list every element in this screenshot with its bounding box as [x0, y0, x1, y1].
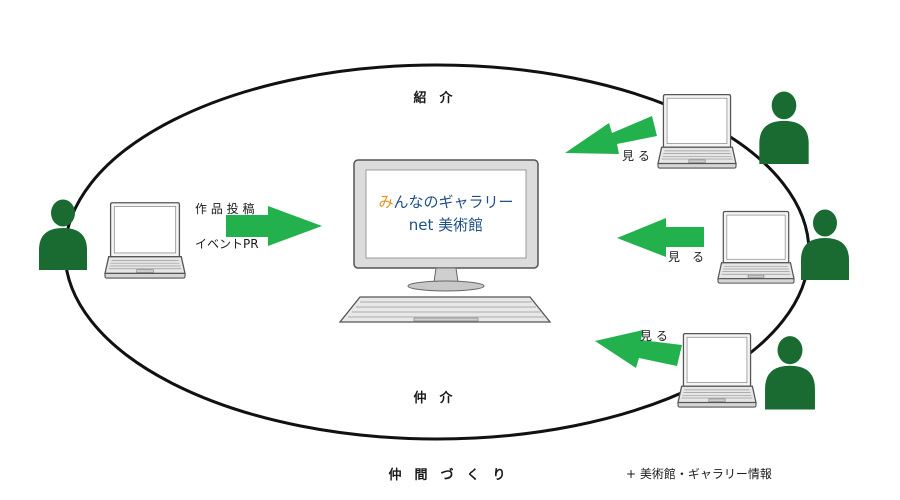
right-middle-laptop-icon	[717, 210, 795, 284]
view-arrow-bottom-icon	[595, 330, 682, 368]
mediation-label: 仲 介	[413, 390, 453, 406]
view-label-top: 見 る	[622, 149, 650, 163]
view-arrow-middle-icon	[617, 218, 704, 257]
monitor-title-accent: み	[378, 193, 393, 211]
view-label-bottom: 見 る	[640, 329, 668, 343]
right-bottom-person-icon	[765, 336, 815, 410]
submit-works-label: 作 品 投 稿	[195, 201, 254, 216]
event-pr-label: イベントPR	[195, 237, 259, 251]
right-top-person-icon	[759, 91, 809, 164]
museum-info-label: + 美術館・ギャラリー情報	[626, 466, 772, 481]
right-middle-person-icon	[801, 209, 849, 280]
monitor-title: みんなのギャラリー	[378, 193, 513, 211]
right-top-laptop-icon	[657, 93, 737, 169]
submit-arrow-icon	[226, 206, 322, 246]
view-label-middle: 見 る	[668, 250, 704, 264]
left-person-icon	[39, 199, 87, 270]
introduction-label: 紹 介	[413, 90, 453, 106]
monitor-subtitle: net 美術館	[409, 216, 483, 234]
right-bottom-laptop-icon	[677, 332, 757, 408]
view-arrow-top-icon	[565, 116, 657, 154]
desktop-computer	[338, 159, 552, 323]
fellowship-label: 仲 間 づ く り	[388, 467, 505, 483]
left-laptop-icon	[104, 202, 186, 279]
monitor-title-rest: んなのギャラリー	[394, 193, 514, 211]
